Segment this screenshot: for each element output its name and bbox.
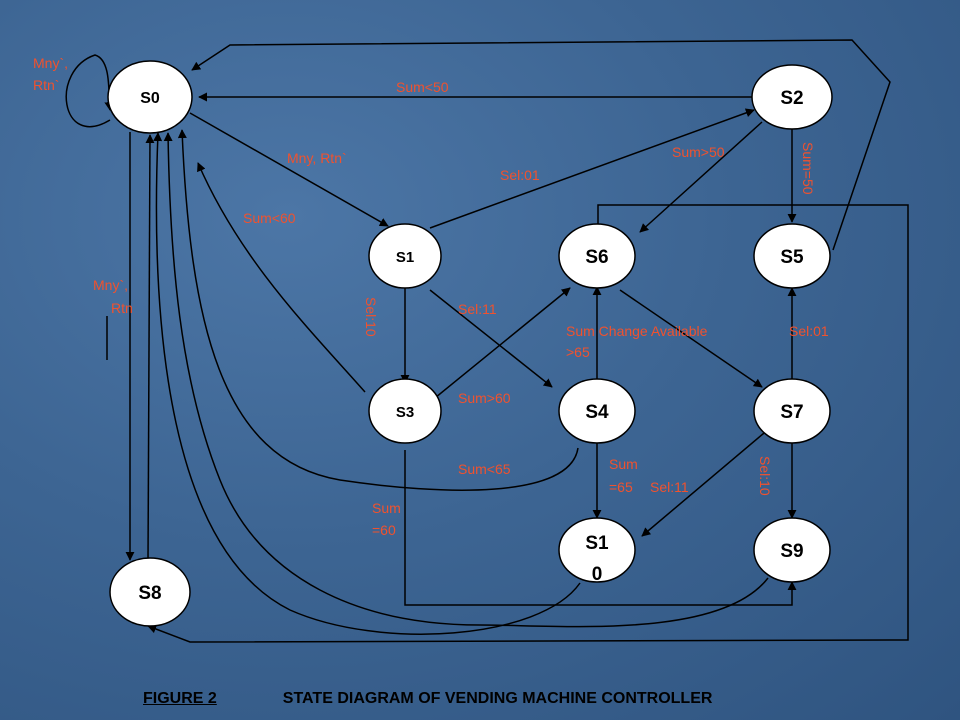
label-sum-eq-65-1: Sum [609, 456, 638, 472]
label-sum-eq-60-1: Sum [372, 500, 401, 516]
state-s9-label: S9 [780, 541, 803, 562]
label-mny-rtn-s0-s1: Mny, Rtn` [287, 150, 347, 166]
label-sum-change-2: >65 [566, 344, 590, 360]
label-sum-lt-50: Sum<50 [396, 79, 449, 95]
edge-s3-s0 [197, 162, 366, 393]
label-sum-gt-50: Sum>50 [672, 144, 725, 160]
state-s0: S0 [107, 60, 193, 134]
label-sum-gt-60: Sum>60 [458, 390, 511, 406]
edge-s0-s1 [189, 112, 389, 227]
label-mny-rtn-self-1: Mny`, [33, 55, 68, 71]
state-s3: S3 [368, 378, 442, 444]
edge-s6-s7 [619, 289, 763, 388]
state-s7: S7 [753, 378, 831, 444]
label-sel01-s1-s2: Sel:01 [500, 167, 540, 183]
edge-s9-s0 [163, 132, 769, 628]
state-s10-label-line2: 0 [592, 564, 603, 585]
state-s2-label: S2 [780, 88, 803, 109]
state-s4: S4 [558, 378, 636, 444]
state-s8-label: S8 [138, 583, 161, 604]
edge-s4-s0 [177, 129, 579, 491]
state-s2: S2 [751, 64, 833, 130]
state-s4-label: S4 [585, 402, 609, 423]
figure-caption: FIGURE 2 STATE DIAGRAM OF VENDING MACHINE… [143, 690, 712, 708]
state-s8: S8 [109, 557, 191, 627]
label-mny-rtn-s0-s8-1: Mny`, [93, 277, 128, 293]
state-s7-label: S7 [780, 402, 803, 423]
state-s6: S6 [558, 223, 636, 289]
label-sel11-s7-s10: Sel:11 [650, 479, 689, 495]
label-sel10-s7-s9: Sel:10 [757, 456, 773, 496]
edge-s8-s0 [145, 134, 155, 563]
state-s3-label: S3 [396, 404, 414, 421]
label-sum-change-1: Sum Change Available [566, 323, 708, 339]
edge-s10-s0 [153, 132, 581, 635]
edge-s7-s10 [641, 427, 771, 537]
edge-s3-s6 [429, 287, 571, 403]
edge-s2-s6 [639, 121, 763, 233]
label-sum-lt-65: Sum<65 [458, 461, 511, 477]
label-sum-lt-60: Sum<60 [243, 210, 296, 226]
state-s5: S5 [753, 223, 831, 289]
edge-s3-s9 [404, 450, 797, 606]
label-sel11-s1-s4: Sel:11 [458, 301, 497, 317]
label-sum-eq-50: Sum=50 [800, 142, 816, 195]
label-mny-rtn-s0-s8-2: Rtn [111, 300, 133, 316]
label-sum-eq-60-2: =60 [372, 522, 396, 538]
edge-s0-self-loop [65, 54, 114, 128]
label-mny-rtn-self-2: Rtn` [33, 77, 59, 93]
state-s0-label: S0 [140, 90, 160, 107]
figure-number: FIGURE 2 [143, 690, 217, 707]
edge-s5-s0-outer [191, 39, 891, 251]
figure-title: STATE DIAGRAM OF VENDING MACHINE CONTROL… [282, 690, 713, 707]
state-s10-label-line1: S1 [585, 533, 609, 554]
edge-s1-s4 [429, 289, 553, 388]
state-s5-label: S5 [780, 247, 804, 268]
label-sel10-s1-s3: Sel:10 [363, 297, 379, 337]
state-s9: S9 [753, 517, 831, 583]
state-s6-label: S6 [585, 247, 608, 268]
state-s10: S1 0 [558, 517, 636, 585]
edge-s6-s8-outer [147, 204, 909, 643]
label-sel01-s7-s5: Sel:01 [789, 323, 829, 339]
label-sum-eq-65-2: =65 [609, 479, 633, 495]
state-s1-label: S1 [396, 249, 414, 266]
state-s1: S1 [368, 223, 442, 289]
edge-s1-s2 [429, 108, 755, 229]
